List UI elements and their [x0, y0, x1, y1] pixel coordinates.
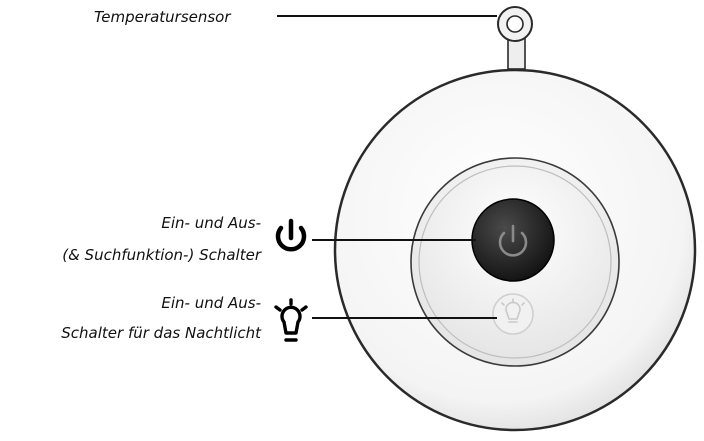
- power-button-label-line1: Ein- und Aus-: [161, 214, 261, 232]
- nightlight-button-label-line2: Schalter für das Nachtlicht: [61, 324, 261, 342]
- temperature-sensor-label: Temperatursensor: [94, 8, 231, 26]
- bulb-symbol-icon: [274, 298, 308, 342]
- nightlight-button[interactable]: [492, 293, 534, 335]
- temperature-sensor: [497, 6, 533, 70]
- power-icon: [498, 224, 528, 257]
- button-ring-inner: [418, 165, 612, 359]
- power-button-label-line2: (& Suchfunktion-) Schalter: [62, 246, 261, 264]
- nightlight-button-label-line1: Ein- und Aus-: [161, 294, 261, 312]
- lightbulb-icon: [501, 298, 525, 323]
- temperature-sensor-icon: [506, 15, 524, 33]
- power-symbol-icon: [275, 218, 307, 252]
- power-button[interactable]: [471, 198, 555, 282]
